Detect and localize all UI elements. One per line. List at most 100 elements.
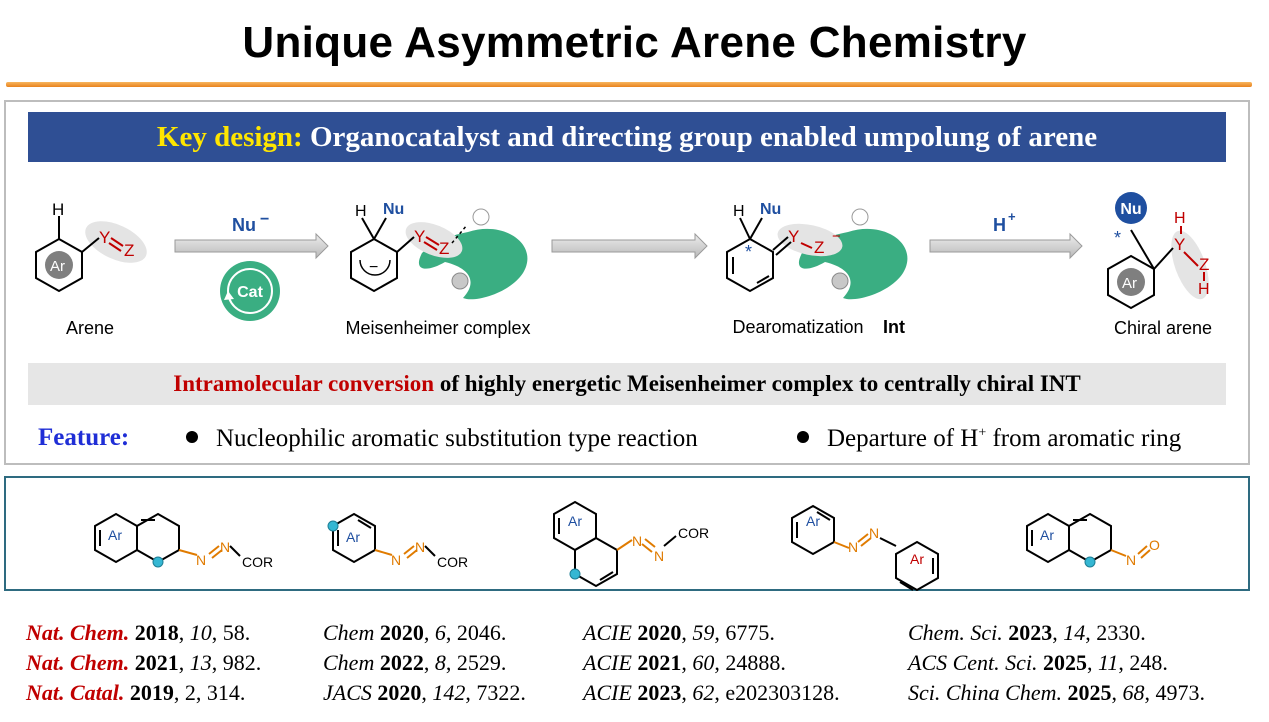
ref-page: , 314.	[195, 680, 246, 705]
arene-h: H	[52, 200, 64, 219]
ref-journal: Sci. China Chem.	[908, 680, 1062, 705]
references-col-2: Chem 2020, 6, 2046. Chem 2022, 8, 2529. …	[323, 618, 526, 708]
ref-year: 2025	[1067, 680, 1112, 705]
arene-z: Z	[124, 241, 134, 260]
ref-journal: Chem	[323, 620, 375, 645]
label-dearomatization: Dearomatization	[732, 317, 863, 337]
references-col-3: ACIE 2020, 59, 6775. ACIE 2021, 60, 2488…	[583, 618, 840, 708]
mc-z: Z	[439, 239, 449, 258]
s4-ar2: Ar	[910, 551, 924, 567]
feature-2-sup: +	[978, 425, 987, 441]
ref-volume: 59	[692, 620, 715, 645]
ref-page: , 6775.	[714, 620, 775, 645]
conversion-rest: of highly energetic Meisenheimer complex…	[434, 371, 1081, 396]
ref-page: , 4973.	[1144, 680, 1206, 705]
feature-2-post: from aromatic ring	[986, 425, 1182, 452]
ref-volume: 8	[434, 650, 446, 675]
ref-volume: 6	[434, 620, 446, 645]
s2-ar: Ar	[346, 529, 360, 545]
key-design-panel	[4, 100, 1250, 465]
ref-page: , 7322.	[465, 680, 526, 705]
ref-page: , 2046.	[445, 620, 507, 645]
key-design-label: Key design:	[156, 121, 303, 153]
label-chiral-arene: Chiral arene	[1114, 318, 1212, 338]
ref-journal: ACIE	[583, 620, 632, 645]
reference: ACIE 2021, 60, 24888.	[583, 650, 786, 675]
s1-cor: COR	[242, 554, 273, 570]
conversion-highlight: Intramolecular conversion	[173, 371, 435, 396]
conversion-statement: Intramolecular conversion of highly ener…	[28, 363, 1226, 405]
s3-ar: Ar	[568, 513, 582, 529]
ref-year: 2021	[637, 650, 682, 675]
s1-n1: N	[196, 552, 206, 568]
mc-nu: Nu	[383, 201, 404, 218]
reference: Chem 2020, 6, 2046.	[323, 620, 507, 645]
arrow-2	[551, 232, 708, 260]
feature-label: Feature:	[38, 424, 130, 451]
ref-year: 2025	[1043, 650, 1088, 675]
s2-n2: N	[415, 539, 425, 555]
references-col-4: Chem. Sci. 2023, 14, 2330. ACS Cent. Sci…	[908, 618, 1205, 708]
mc-minus: −	[369, 259, 378, 276]
substrate-azoarene	[791, 504, 939, 591]
feature-1: Nucleophilic aromatic substitution type …	[186, 425, 698, 453]
ref-journal: Chem. Sci.	[908, 620, 1003, 645]
mc-h: H	[355, 203, 367, 220]
reference: ACIE 2020, 59, 6775.	[583, 620, 775, 645]
ref-year: 2020	[379, 620, 424, 645]
int-nu: Nu	[760, 201, 781, 218]
ref-year: 2020	[637, 620, 682, 645]
s4-n2: N	[869, 525, 879, 541]
s3-cor: COR	[678, 525, 709, 541]
int-h: H	[733, 203, 745, 220]
substrate-panel	[4, 476, 1250, 591]
ref-volume: 10	[189, 620, 212, 645]
reference: Nat. Chem. 2021, 13, 982.	[26, 650, 262, 675]
nu-reagent: Nu	[232, 215, 256, 235]
ref-volume: 14	[1063, 620, 1086, 645]
label-int: Int	[883, 317, 905, 337]
ref-page: , 248.	[1118, 650, 1168, 675]
ref-journal: ACIE	[583, 680, 632, 705]
reference: Nat. Chem. 2018, 10, 58.	[26, 620, 251, 645]
ref-year: 2019	[129, 680, 174, 705]
ref-page: , e202303128.	[714, 680, 840, 705]
ref-page: , 2330.	[1085, 620, 1146, 645]
meisenheimer-structure: − H Nu Y Z	[350, 201, 528, 300]
substrate-1-naphthyl-azo	[553, 500, 677, 588]
nu-charge: −	[260, 211, 269, 228]
arene-ar: Ar	[50, 258, 65, 275]
label-meisenheimer: Meisenheimer complex	[345, 318, 530, 338]
proton-charge: +	[1008, 209, 1016, 224]
ref-year: 2023	[637, 680, 682, 705]
s4-n1: N	[848, 539, 858, 555]
ref-volume: 13	[189, 650, 212, 675]
s5-ar: Ar	[1040, 527, 1054, 543]
key-design-text: Organocatalyst and directing group enabl…	[302, 121, 1098, 153]
page-title: Unique Asymmetric Arene Chemistry	[242, 18, 1027, 67]
ref-volume: 60	[692, 650, 715, 675]
chiral-z: Z	[1199, 255, 1209, 274]
ref-page: , 58.	[211, 620, 251, 645]
ref-year: 2021	[134, 650, 179, 675]
chiral-yh: H	[1174, 210, 1186, 227]
reaction-scheme: H Y Z Ar Arene Nu − Cat − H Nu Y Z	[35, 192, 1212, 338]
chiral-arene-structure: Ar Nu * Y H Z H	[1107, 192, 1210, 310]
int-star: *	[745, 242, 752, 262]
chiral-y: Y	[1174, 235, 1185, 254]
int-z: Z	[814, 238, 824, 257]
cat-label: Cat	[237, 284, 263, 301]
reference: Sci. China Chem. 2025, 68, 4973.	[908, 680, 1206, 705]
s1-ar: Ar	[108, 527, 122, 543]
references-col-1: Nat. Chem. 2018, 10, 58. Nat. Chem. 2021…	[26, 618, 261, 708]
ref-journal: ACIE	[583, 650, 632, 675]
label-arene: Arene	[66, 318, 114, 338]
feature-2: Departure of H+ from aromatic ring	[797, 425, 1181, 453]
proton-reagent: H	[993, 215, 1006, 235]
s2-n1: N	[391, 552, 401, 568]
ref-journal: JACS	[323, 680, 372, 705]
reference: Nat. Catal. 2019, 2, 314.	[26, 680, 246, 705]
ref-volume: 142	[432, 680, 466, 705]
int-y: Y	[788, 227, 799, 246]
s4-ar1: Ar	[806, 513, 820, 529]
